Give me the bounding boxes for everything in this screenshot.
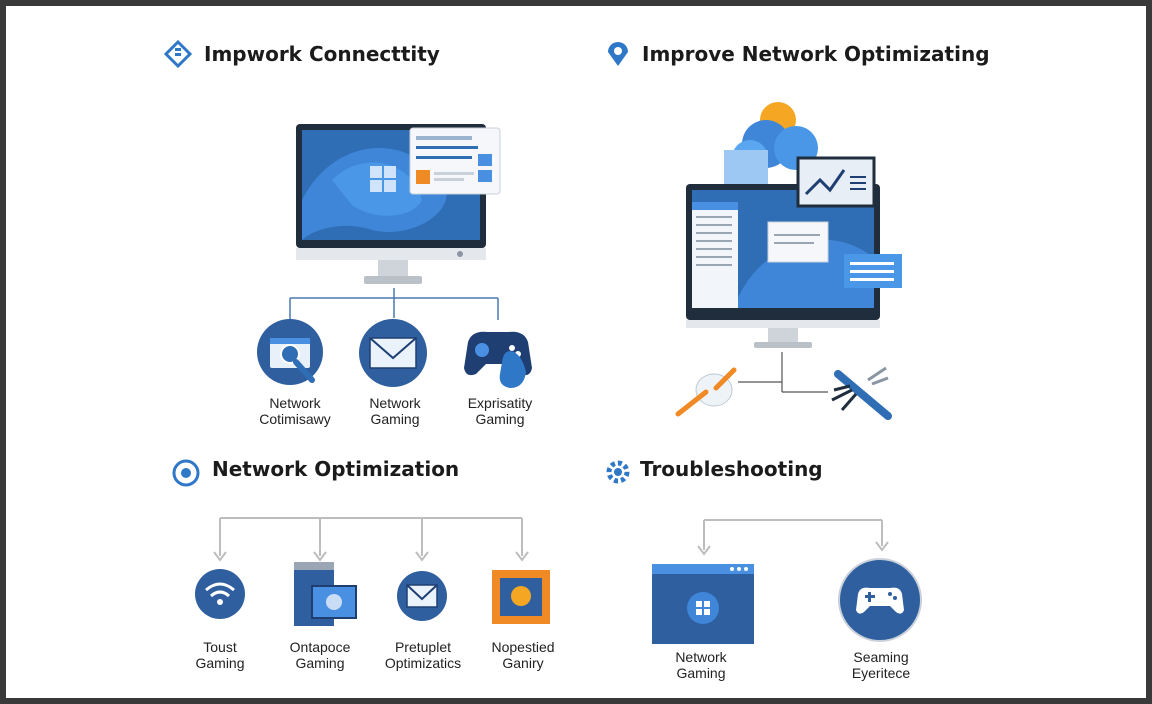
connector-lines-improve (738, 352, 828, 393)
windows-window-icon (652, 564, 754, 644)
tools-icon (831, 366, 892, 420)
section-title-troubleshooting: Troubleshooting (640, 457, 823, 481)
mail-icon (359, 319, 427, 387)
gamepad-icon (838, 558, 922, 642)
wifi-icon (195, 569, 245, 619)
connector-lines-connectivity (289, 288, 499, 320)
gear-icon (606, 460, 630, 484)
network-diamond-icon (163, 39, 193, 69)
magnifier-icon (257, 319, 323, 385)
section-title-connectivity: Impwork Connecttity (204, 42, 440, 66)
document-icon (294, 562, 357, 626)
section-title-improve: Improve Network Optimizating (642, 42, 990, 66)
location-pin-icon (608, 42, 628, 66)
connector-lines-troubleshooting (697, 519, 889, 556)
network-plug-icon (675, 367, 737, 417)
headset-icon (172, 459, 200, 487)
cloud-monitor-illustration (686, 102, 902, 348)
monitor-illustration (296, 124, 501, 284)
connector-lines-optimization (213, 517, 529, 562)
gamepad-icon (464, 331, 532, 388)
infographic-canvas: Impwork Connecttity Improve Network Opti… (6, 6, 1146, 698)
orange-window-icon (492, 570, 550, 624)
mail-icon (397, 571, 447, 621)
section-title-optimization: Network Optimization (212, 457, 460, 481)
